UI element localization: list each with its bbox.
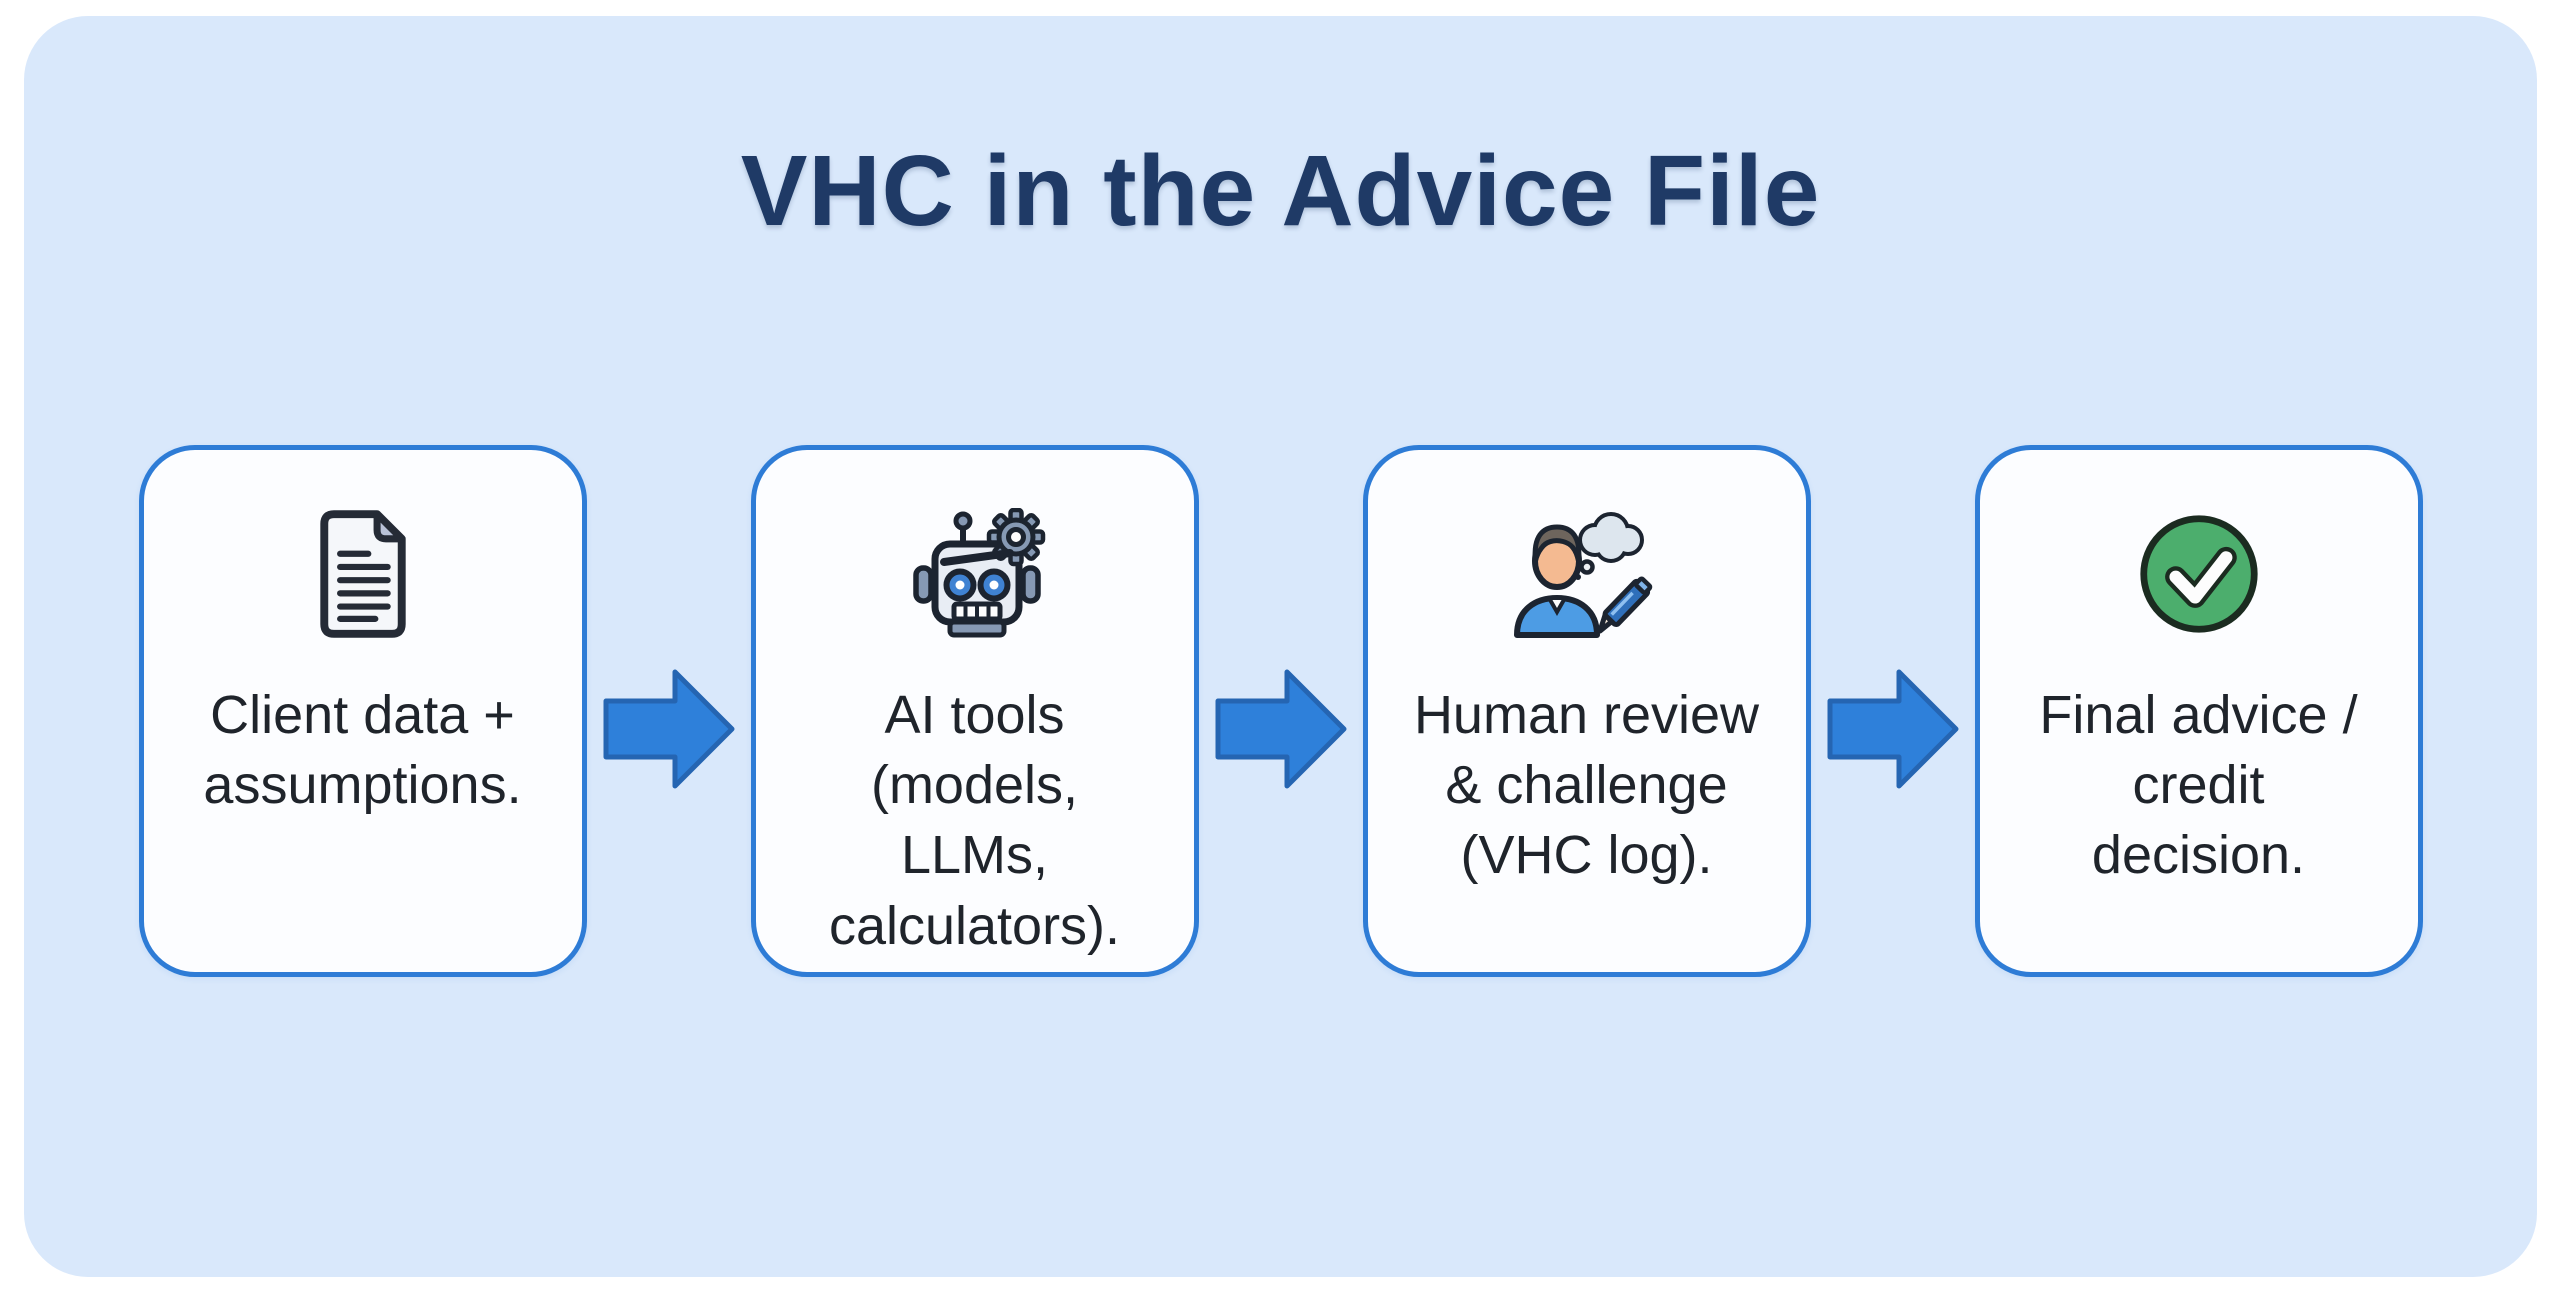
flow-arrow-icon	[587, 445, 751, 977]
person-thinking-icon	[1507, 506, 1667, 642]
step-label: Final advice / credit decision.	[2039, 685, 2358, 886]
diagram-panel: VHC in the Advice File Cl	[24, 16, 2537, 1277]
step-box-ai-tools: AI tools (models, LLMs, calculators).	[750, 445, 1199, 977]
page-title: VHC in the Advice File	[740, 135, 1821, 247]
document-icon	[310, 506, 416, 642]
step-label: Client data + assumptions.	[203, 685, 522, 816]
step-box-client-data: Client data + assumptions.	[138, 445, 587, 977]
check-circle-icon	[2136, 506, 2262, 642]
step-label: Human review & challenge (VHC log).	[1413, 685, 1760, 886]
step-label: AI tools (models, LLMs, calculators).	[828, 685, 1121, 956]
robot-icon	[899, 506, 1051, 642]
step-box-human-review: Human review & challenge (VHC log).	[1362, 445, 1811, 977]
flow-arrow-icon	[1199, 445, 1363, 977]
flow-diagram: Client data + assumptions.	[24, 445, 2537, 977]
flow-arrow-icon	[1811, 445, 1975, 977]
step-box-final-advice: Final advice / credit decision.	[1974, 445, 2423, 977]
